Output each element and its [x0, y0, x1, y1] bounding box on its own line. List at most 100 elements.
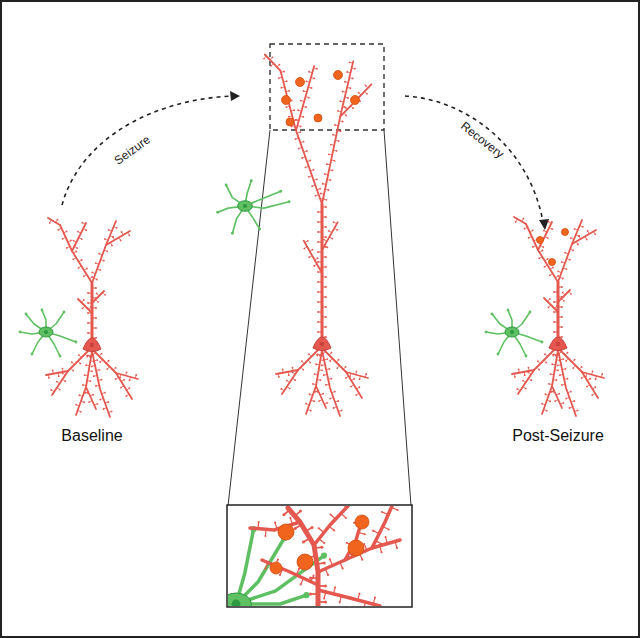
- spine-head: [101, 353, 103, 355]
- spine-head: [108, 360, 110, 362]
- spine: [287, 387, 290, 389]
- spine-head: [353, 378, 355, 380]
- spine: [84, 268, 87, 270]
- spine: [555, 369, 558, 371]
- spine-head: [317, 257, 319, 259]
- spine-head: [330, 144, 332, 146]
- spine: [107, 367, 109, 369]
- spine-head: [326, 358, 328, 360]
- spine: [518, 369, 520, 372]
- soma: [549, 337, 567, 351]
- spine: [94, 360, 97, 362]
- spine-head: [307, 240, 309, 242]
- process-tip: [59, 355, 62, 358]
- nucleus: [556, 342, 560, 346]
- spine-head: [565, 398, 567, 400]
- spine: [129, 377, 131, 380]
- spine-head: [294, 527, 297, 530]
- spine: [558, 364, 561, 366]
- spine: [83, 306, 85, 308]
- spine: [571, 238, 574, 239]
- spine-head: [317, 261, 319, 263]
- spine-head: [544, 266, 546, 268]
- spine: [96, 263, 99, 264]
- spine: [549, 383, 552, 385]
- spine: [92, 272, 95, 273]
- spine: [533, 245, 536, 246]
- spine-head: [323, 561, 326, 564]
- spine-head: [528, 237, 530, 239]
- spine: [567, 259, 570, 260]
- spine-head: [325, 306, 327, 308]
- spine-head: [549, 274, 551, 276]
- spine-head: [532, 246, 534, 248]
- spine: [306, 404, 309, 405]
- spine-head: [313, 574, 315, 576]
- spine-head: [559, 374, 561, 376]
- spine: [325, 189, 328, 191]
- spine-head: [329, 558, 331, 560]
- spine-head: [572, 367, 574, 369]
- spine-head: [311, 526, 314, 529]
- dendrite: [265, 55, 281, 71]
- spine-head: [542, 246, 544, 248]
- spine-head: [325, 384, 327, 386]
- spine: [104, 250, 107, 251]
- spine-head: [558, 393, 560, 395]
- glial-nucleus: [232, 600, 241, 606]
- spine: [545, 354, 547, 356]
- spine: [331, 159, 334, 161]
- spine: [81, 401, 84, 402]
- spine-head: [553, 291, 555, 293]
- spine-head: [95, 327, 97, 329]
- spine-head: [574, 228, 576, 230]
- spine: [322, 296, 326, 297]
- spine: [286, 90, 289, 92]
- state-label: Post-Seizure: [512, 426, 604, 445]
- spine-head: [96, 359, 98, 361]
- spine-head: [81, 222, 83, 224]
- marker-dot: [314, 114, 322, 122]
- spine-head: [91, 272, 93, 274]
- spine: [560, 359, 563, 361]
- spine: [564, 378, 567, 380]
- spine-head: [315, 363, 317, 365]
- process-tip: [41, 309, 44, 312]
- spine: [71, 368, 73, 370]
- spine: [562, 368, 565, 370]
- dendrite: [314, 506, 348, 545]
- spine-head: [70, 240, 72, 242]
- spine-head: [83, 299, 85, 301]
- spine-head: [288, 374, 290, 376]
- spine-head: [111, 411, 113, 413]
- spine-head: [333, 221, 335, 223]
- spine-head: [319, 355, 321, 357]
- spine-head: [317, 331, 319, 333]
- spine: [85, 392, 88, 393]
- spine-head: [278, 64, 280, 66]
- spine-head: [309, 160, 311, 162]
- spine-head: [322, 266, 324, 268]
- spine: [287, 381, 290, 383]
- spine-head: [380, 551, 382, 553]
- spine-head: [317, 211, 319, 213]
- spine: [548, 222, 551, 224]
- process-tip: [31, 353, 34, 356]
- spine: [116, 377, 119, 379]
- spine: [110, 236, 113, 237]
- spine: [592, 393, 595, 395]
- spine: [322, 236, 326, 237]
- spine-head: [358, 92, 360, 94]
- dendrite: [116, 373, 138, 379]
- spine-head: [561, 384, 563, 386]
- marker-dot: [348, 540, 364, 556]
- spine: [528, 372, 531, 374]
- spine-head: [95, 317, 97, 319]
- spine: [359, 376, 361, 379]
- cells: [19, 55, 604, 418]
- spine: [528, 378, 531, 380]
- dendrite: [92, 291, 104, 303]
- spine-head: [342, 91, 344, 93]
- spine-head: [297, 109, 299, 111]
